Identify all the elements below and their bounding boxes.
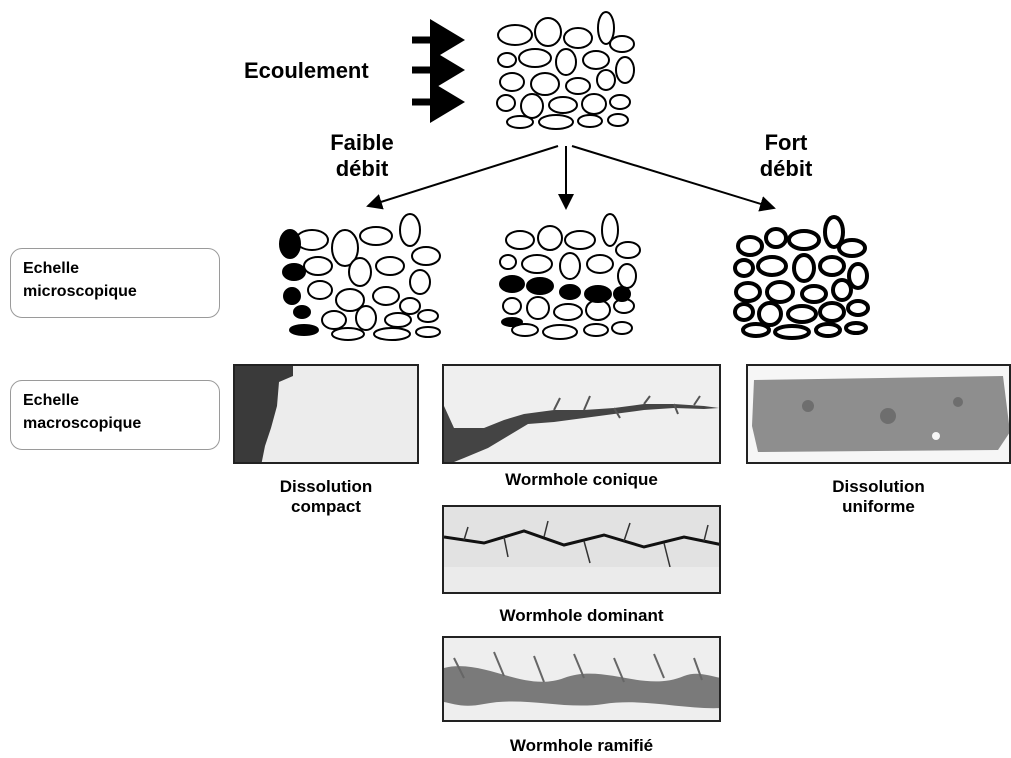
caption-compact-dissolution: Dissolution compact — [233, 477, 419, 518]
grain-cluster-compact — [279, 213, 441, 341]
caption-compact-line2: compact — [291, 497, 361, 517]
low-rate-line2: débit — [335, 156, 389, 182]
scale-micro-line2: microscopique — [23, 283, 137, 301]
grain-cluster-wormhole — [499, 213, 641, 340]
low-rate-line1: Faible — [330, 130, 394, 155]
scale-macro-line2: macroscopique — [23, 415, 142, 433]
flow-label: Ecoulement — [244, 58, 369, 83]
scale-macro-box: Echelle macroscopique — [10, 380, 220, 450]
caption-uniform-line1: Dissolution — [832, 477, 925, 496]
image-compact-dissolution — [233, 364, 419, 464]
flow-arrows — [412, 19, 465, 123]
scale-macro-line1: Echelle — [23, 392, 80, 409]
caption-uniform-dissolution: Dissolution uniforme — [746, 477, 1011, 518]
image-wormhole-dominant — [442, 505, 721, 594]
high-rate-line2: débit — [759, 156, 813, 182]
branch-arrows — [366, 145, 776, 212]
image-uniform-dissolution — [746, 364, 1011, 464]
caption-wormhole-dominant: Wormhole dominant — [499, 606, 664, 625]
low-rate-label: Faible débit — [318, 130, 406, 183]
grain-cluster-uniform — [733, 215, 870, 340]
high-rate-line1: Fort — [764, 130, 808, 155]
grain-cluster-initial — [496, 11, 635, 130]
caption-wormhole-ramified: Wormhole ramifié — [509, 736, 654, 755]
high-rate-label: Fort débit — [746, 130, 826, 183]
scale-micro-box: Echelle microscopique — [10, 248, 220, 318]
caption-uniform-line2: uniforme — [842, 497, 915, 517]
scale-micro-line1: Echelle — [23, 260, 80, 277]
image-wormhole-ramified — [442, 636, 721, 722]
caption-compact-line1: Dissolution — [279, 477, 373, 496]
image-wormhole-conical — [442, 364, 721, 464]
caption-wormhole-conical: Wormhole conique — [505, 470, 658, 489]
